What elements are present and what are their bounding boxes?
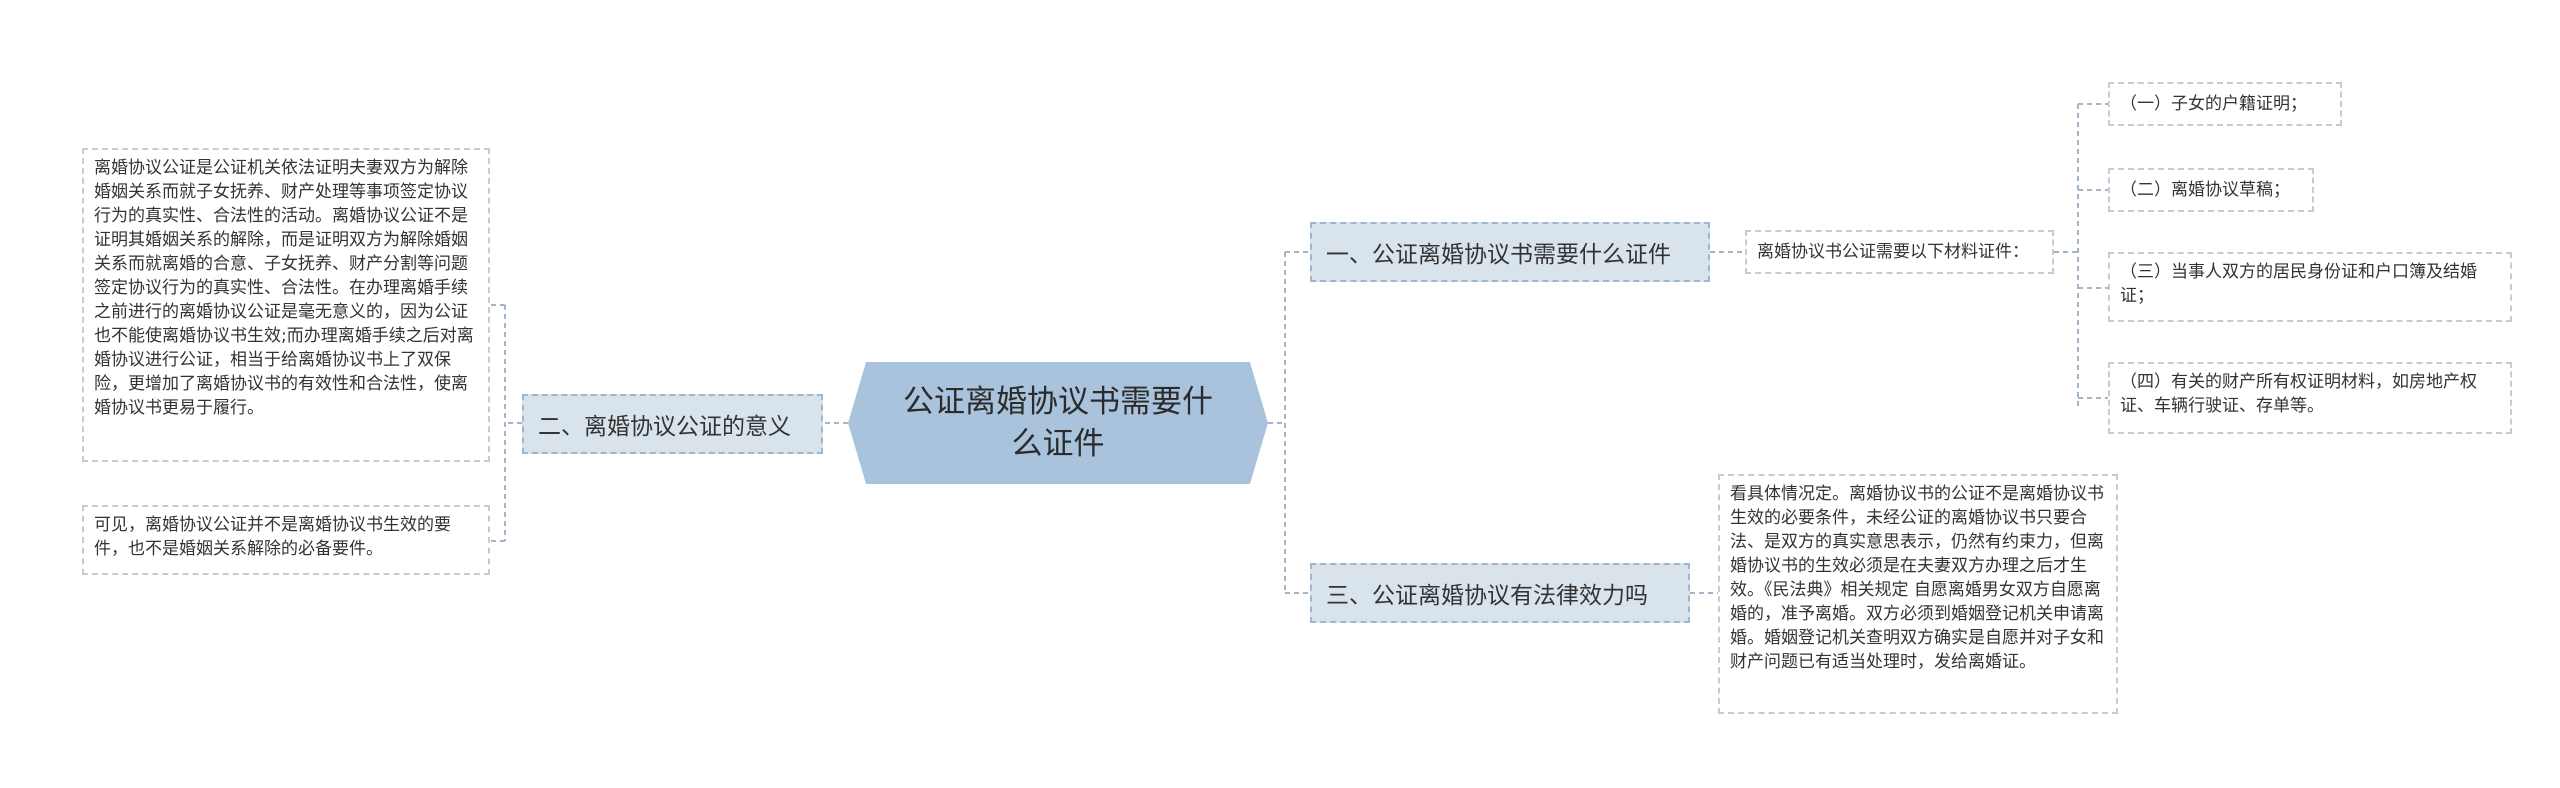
significance-note-1[interactable]: 离婚协议公证是公证机关依法证明夫妻双方为解除婚姻关系而就子女抚养、财产处理等事项… (82, 148, 490, 462)
document-item-4[interactable]: （四）有关的财产所有权证明材料，如房地产权证、车辆行驶证、存单等。 (2108, 362, 2512, 434)
legal-effect-note-text: 看具体情况定。离婚协议书的公证不是离婚协议书生效的必要条件，未经公证的离婚协议书… (1730, 484, 2104, 672)
legal-effect-note[interactable]: 看具体情况定。离婚协议书的公证不是离婚协议书生效的必要条件，未经公证的离婚协议书… (1718, 474, 2118, 714)
document-item-text: （一）子女的户籍证明； (2120, 94, 2307, 114)
documents-intro[interactable]: 离婚协议书公证需要以下材料证件： (1745, 230, 2054, 274)
root-topic[interactable]: 公证离婚协议书需要什么证件 (848, 362, 1268, 484)
document-item-3[interactable]: （三）当事人双方的居民身份证和户口簿及结婚证； (2108, 252, 2512, 322)
document-item-text: （四）有关的财产所有权证明材料，如房地产权证、车辆行驶证、存单等。 (2120, 372, 2477, 416)
document-item-text: （二）离婚协议草稿； (2120, 180, 2290, 200)
document-item-2[interactable]: （二）离婚协议草稿； (2108, 168, 2314, 212)
root-topic-title: 公证离婚协议书需要什么证件 (903, 384, 1213, 462)
documents-intro-text: 离婚协议书公证需要以下材料证件： (1757, 242, 2029, 262)
branch-notarization-significance[interactable]: 二、离婚协议公证的意义 (522, 394, 823, 454)
significance-note-text: 可见，离婚协议公证并不是离婚协议书生效的要件，也不是婚姻关系解除的必备要件。 (94, 515, 451, 559)
branch-label: 一、公证离婚协议书需要什么证件 (1326, 242, 1671, 268)
document-item-text: （三）当事人双方的居民身份证和户口簿及结婚证； (2120, 262, 2477, 306)
branch-required-documents[interactable]: 一、公证离婚协议书需要什么证件 (1310, 222, 1710, 282)
branch-label: 三、公证离婚协议有法律效力吗 (1326, 583, 1648, 609)
document-item-1[interactable]: （一）子女的户籍证明； (2108, 82, 2342, 126)
significance-note-2[interactable]: 可见，离婚协议公证并不是离婚协议书生效的要件，也不是婚姻关系解除的必备要件。 (82, 505, 490, 575)
branch-label: 二、离婚协议公证的意义 (538, 414, 791, 440)
significance-note-text: 离婚协议公证是公证机关依法证明夫妻双方为解除婚姻关系而就子女抚养、财产处理等事项… (94, 158, 474, 418)
branch-legal-effect[interactable]: 三、公证离婚协议有法律效力吗 (1310, 563, 1690, 623)
